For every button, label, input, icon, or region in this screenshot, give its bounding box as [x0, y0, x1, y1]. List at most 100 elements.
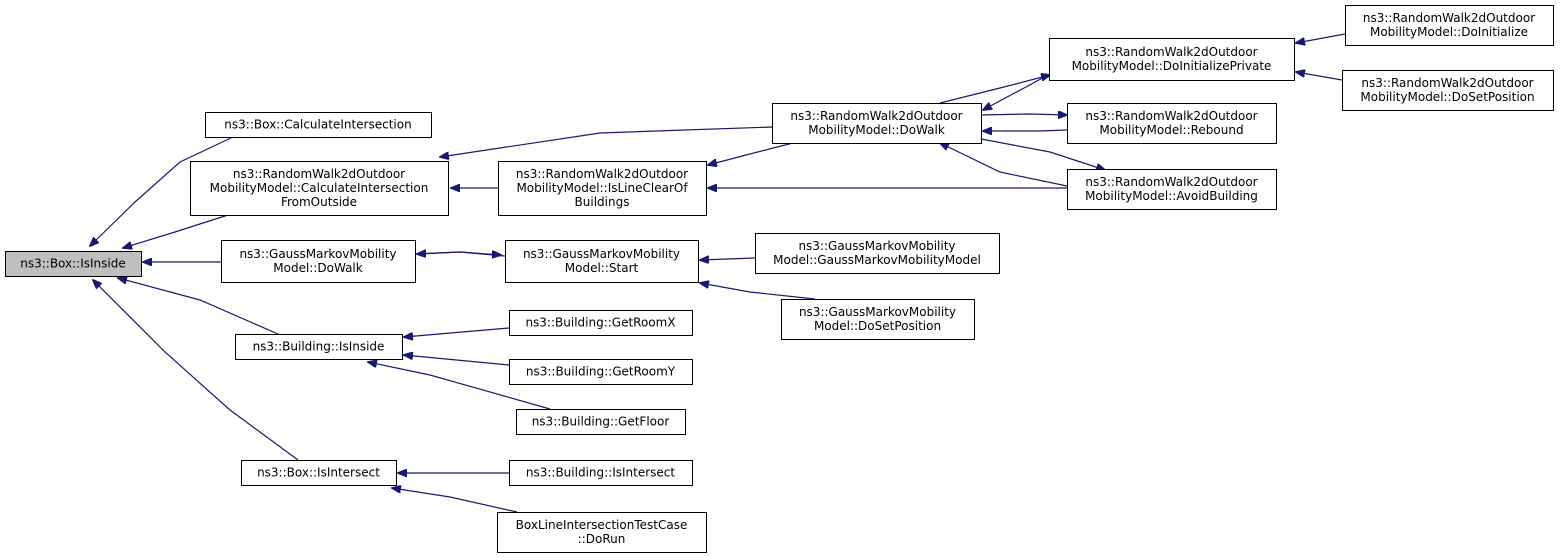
edge-rw-calcint-to-box-isinside [123, 214, 229, 248]
node-label-line: ns3::Building::IsInside [253, 340, 385, 354]
node-label-line: ns3::RandomWalk2dOutdoor [516, 167, 688, 181]
edge-rw-dowalk-to-rw-calcint [440, 126, 773, 157]
node-label-line: Model::DoWalk [273, 261, 362, 275]
node-label-line: ns3::RandomWalk2dOutdoor [1363, 11, 1535, 25]
edge-rw-rebound-to-rw-dowalk [983, 130, 1068, 131]
node-bld-isintersect[interactable]: ns3::Building::IsIntersect [509, 460, 693, 486]
node-box [241, 460, 397, 486]
node-label-line: ns3::Building::GetRoomX [525, 316, 675, 330]
node-box-isintersect[interactable]: ns3::Box::IsIntersect [241, 460, 397, 486]
node-bld-isinside[interactable]: ns3::Building::IsInside [235, 334, 403, 360]
node-rw-rebound[interactable]: ns3::RandomWalk2dOutdoorMobilityModel::R… [1067, 103, 1277, 144]
edges-layer [90, 33, 1346, 513]
edge-rw-dosetpos-to-rw-doinitpriv [1296, 72, 1343, 81]
node-box [509, 310, 693, 336]
node-gm-dowalk[interactable]: ns3::GaussMarkovMobilityModel::DoWalk [221, 240, 416, 283]
node-label-line: MobilityModel::DoInitialize [1370, 25, 1528, 39]
node-box-isinside[interactable]: ns3::Box::IsInside [5, 251, 142, 277]
node-box [190, 161, 449, 216]
node-label-line: FromOutside [281, 195, 357, 209]
node-label-line: ns3::Building::GetRoomY [526, 365, 676, 379]
node-label-line: ns3::Box::IsInside [20, 257, 126, 271]
node-label-line: ns3::RandomWalk2dOutdoor [1085, 175, 1257, 189]
node-label-line: ns3::GaussMarkovMobility [239, 247, 396, 261]
node-box [5, 251, 142, 277]
node-label-line: ns3::Box::IsIntersect [257, 466, 380, 480]
nodes-layer: ns3::Box::IsInside ns3::Box::CalculateInt… [5, 5, 1554, 553]
edge-gm-dosetpos-to-gm-start [700, 283, 816, 300]
node-box [1049, 38, 1295, 81]
node-rw-islineclear[interactable]: ns3::RandomWalk2dOutdoorMobilityModel::I… [498, 161, 707, 216]
node-box-calcint[interactable]: ns3::Box::CalculateIntersection [205, 112, 432, 138]
node-label-line: ns3::RandomWalk2dOutdoor [1085, 45, 1257, 59]
node-box [1067, 169, 1277, 210]
node-box [516, 409, 686, 435]
node-label-line: MobilityModel::CalculateIntersection [210, 181, 429, 195]
node-label-line: BoxLineIntersectionTestCase [516, 518, 688, 532]
node-label-line: ns3::GaussMarkovMobility [799, 305, 956, 319]
node-label-line: MobilityModel::DoSetPosition [1360, 90, 1534, 104]
node-rw-doinit[interactable]: ns3::RandomWalk2dOutdoorMobilityModel::D… [1345, 5, 1554, 46]
edge-rw-dowalk-to-rw-avoidbld [980, 138, 1105, 170]
node-box [755, 233, 1000, 274]
node-label-line: Model::DoSetPosition [814, 319, 941, 333]
node-bld-getroomy[interactable]: ns3::Building::GetRoomY [509, 359, 693, 385]
node-box [1345, 5, 1554, 46]
node-label-line: ns3::RandomWalk2dOutdoor [790, 109, 962, 123]
node-box [509, 460, 693, 486]
node-label-line: ns3::RandomWalk2dOutdoor [1085, 109, 1257, 123]
node-box [509, 359, 693, 385]
node-bld-getfloor[interactable]: ns3::Building::GetFloor [516, 409, 686, 435]
node-label-line: MobilityModel::AvoidBuilding [1085, 189, 1258, 203]
node-rw-calcint[interactable]: ns3::RandomWalk2dOutdoorMobilityModel::C… [190, 161, 449, 216]
node-box [205, 112, 432, 138]
node-label-line: Model::GaussMarkovMobilityModel [773, 253, 981, 267]
node-label-line: ns3::GaussMarkovMobility [798, 239, 955, 253]
node-label-line: ::DoRun [578, 532, 626, 546]
edge-rw-doinit-to-rw-doinitpriv [1296, 33, 1346, 43]
node-gm-dosetpos[interactable]: ns3::GaussMarkovMobilityModel::DoSetPosi… [781, 299, 975, 340]
node-box [505, 240, 699, 283]
node-box [497, 512, 707, 553]
node-label-line: MobilityModel::DoWalk [808, 123, 945, 137]
edge-box-calcint-to-box-isinside [90, 136, 234, 246]
node-rw-avoidbld[interactable]: ns3::RandomWalk2dOutdoorMobilityModel::A… [1067, 169, 1277, 210]
node-label-line: ns3::RandomWalk2dOutdoor [1361, 76, 1533, 90]
edge-rw-dowalk-to-rw-rebound [980, 114, 1067, 115]
node-bld-getroomx[interactable]: ns3::Building::GetRoomX [509, 310, 693, 336]
node-box [1067, 103, 1277, 144]
edge-boxline-test-to-box-isintersect [392, 488, 518, 513]
node-box [235, 334, 403, 360]
edge-bld-getroomy-to-bld-isinside [404, 355, 510, 366]
node-box [781, 299, 975, 340]
node-rw-dosetpos[interactable]: ns3::RandomWalk2dOutdoorMobilityModel::D… [1342, 70, 1554, 111]
edge-rw-dowalk-to-rw-doinitpriv [939, 75, 1050, 104]
edge-gm-ctor-to-gm-start [700, 258, 756, 260]
node-label-line: MobilityModel::IsLineClearOf [516, 181, 688, 195]
node-box [221, 240, 416, 283]
edge-gm-dowalk-to-gm-start [414, 252, 501, 255]
node-rw-doinitpriv[interactable]: ns3::RandomWalk2dOutdoorMobilityModel::D… [1049, 38, 1295, 81]
node-gm-start[interactable]: ns3::GaussMarkovMobilityModel::Start [505, 240, 699, 283]
node-gm-ctor[interactable]: ns3::GaussMarkovMobilityModel::GaussMark… [755, 233, 1000, 274]
edge-bld-isinside-to-box-isinside [118, 278, 279, 335]
node-box [772, 103, 982, 144]
edge-bld-getfloor-to-bld-isinside [368, 362, 551, 410]
node-label-line: MobilityModel::DoInitializePrivate [1072, 59, 1272, 73]
edge-rw-dowalk-to-rw-islineclear [708, 142, 794, 165]
node-label-line: ns3::Building::IsIntersect [526, 466, 676, 480]
edge-box-isintersect-to-box-isinside [93, 280, 299, 461]
node-box [498, 161, 707, 216]
node-label-line: ns3::GaussMarkovMobility [523, 247, 680, 261]
node-box [1342, 70, 1554, 111]
node-label-line: ns3::RandomWalk2dOutdoor [233, 167, 405, 181]
node-label-line: ns3::Building::GetFloor [532, 415, 670, 429]
node-boxline-test[interactable]: BoxLineIntersectionTestCase::DoRun [497, 512, 707, 553]
node-label-line: Buildings [575, 195, 630, 209]
node-rw-dowalk[interactable]: ns3::RandomWalk2dOutdoorMobilityModel::D… [772, 103, 982, 144]
node-label-line: MobilityModel::Rebound [1099, 123, 1243, 137]
node-label-line: Model::Start [565, 261, 639, 275]
edge-rw-avoidbld-to-rw-dowalk [940, 143, 1068, 187]
edge-rw-doinitpriv-to-rw-dowalk [983, 73, 1051, 110]
